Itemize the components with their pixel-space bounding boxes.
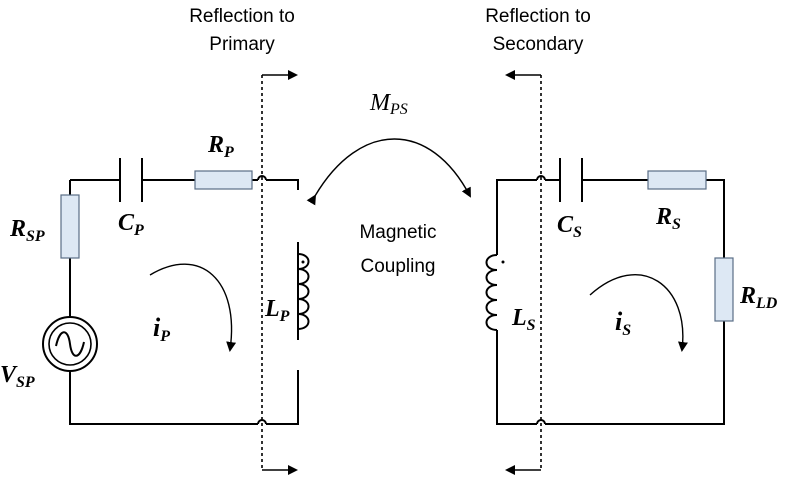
secondary-circuit [485,158,734,425]
mutual-inductance-label: MPS [369,90,408,118]
current-arrow-ip [149,263,237,352]
reflection-secondary-line2: Secondary [493,34,584,55]
resistor-rs [647,170,707,190]
current-arrow-is [589,274,688,352]
label-rld: RLD [739,283,778,312]
reflection-primary-line1: Reflection to [189,6,295,27]
primary-circuit [42,158,310,425]
label-lp: LP [264,296,290,325]
label-cs: CS [557,212,582,241]
reflection-boundary-primary [261,70,298,475]
coupling-line1: Magnetic [359,222,436,243]
label-is: iS [615,307,631,339]
reflection-primary-line2: Primary [209,34,275,55]
label-vsp: VSP [0,362,35,391]
label-cp: CP [118,210,144,239]
resistor-rp [194,170,253,190]
mutual-coupling-arrow [306,138,471,206]
label-ip: iP [153,313,170,345]
label-rsp: RSP [9,216,45,245]
label-rs: RS [655,204,681,233]
crossing-bump-top-primary [257,175,267,181]
resistor-rld [714,257,734,322]
reflection-boundary-secondary [505,70,542,475]
coupling-line2: Coupling [361,256,436,277]
label-rp: RP [207,132,234,161]
resistor-rsp [60,194,80,259]
voltage-source-vsp [42,290,98,380]
label-ls: LS [511,305,536,334]
inductor-lp [297,242,310,340]
inductor-ls [485,235,505,345]
capacitor-cp [119,158,143,202]
reflection-secondary-line1: Reflection to [485,6,591,27]
capacitor-cs [559,158,583,202]
crossing-bump-top-secondary [536,175,546,181]
